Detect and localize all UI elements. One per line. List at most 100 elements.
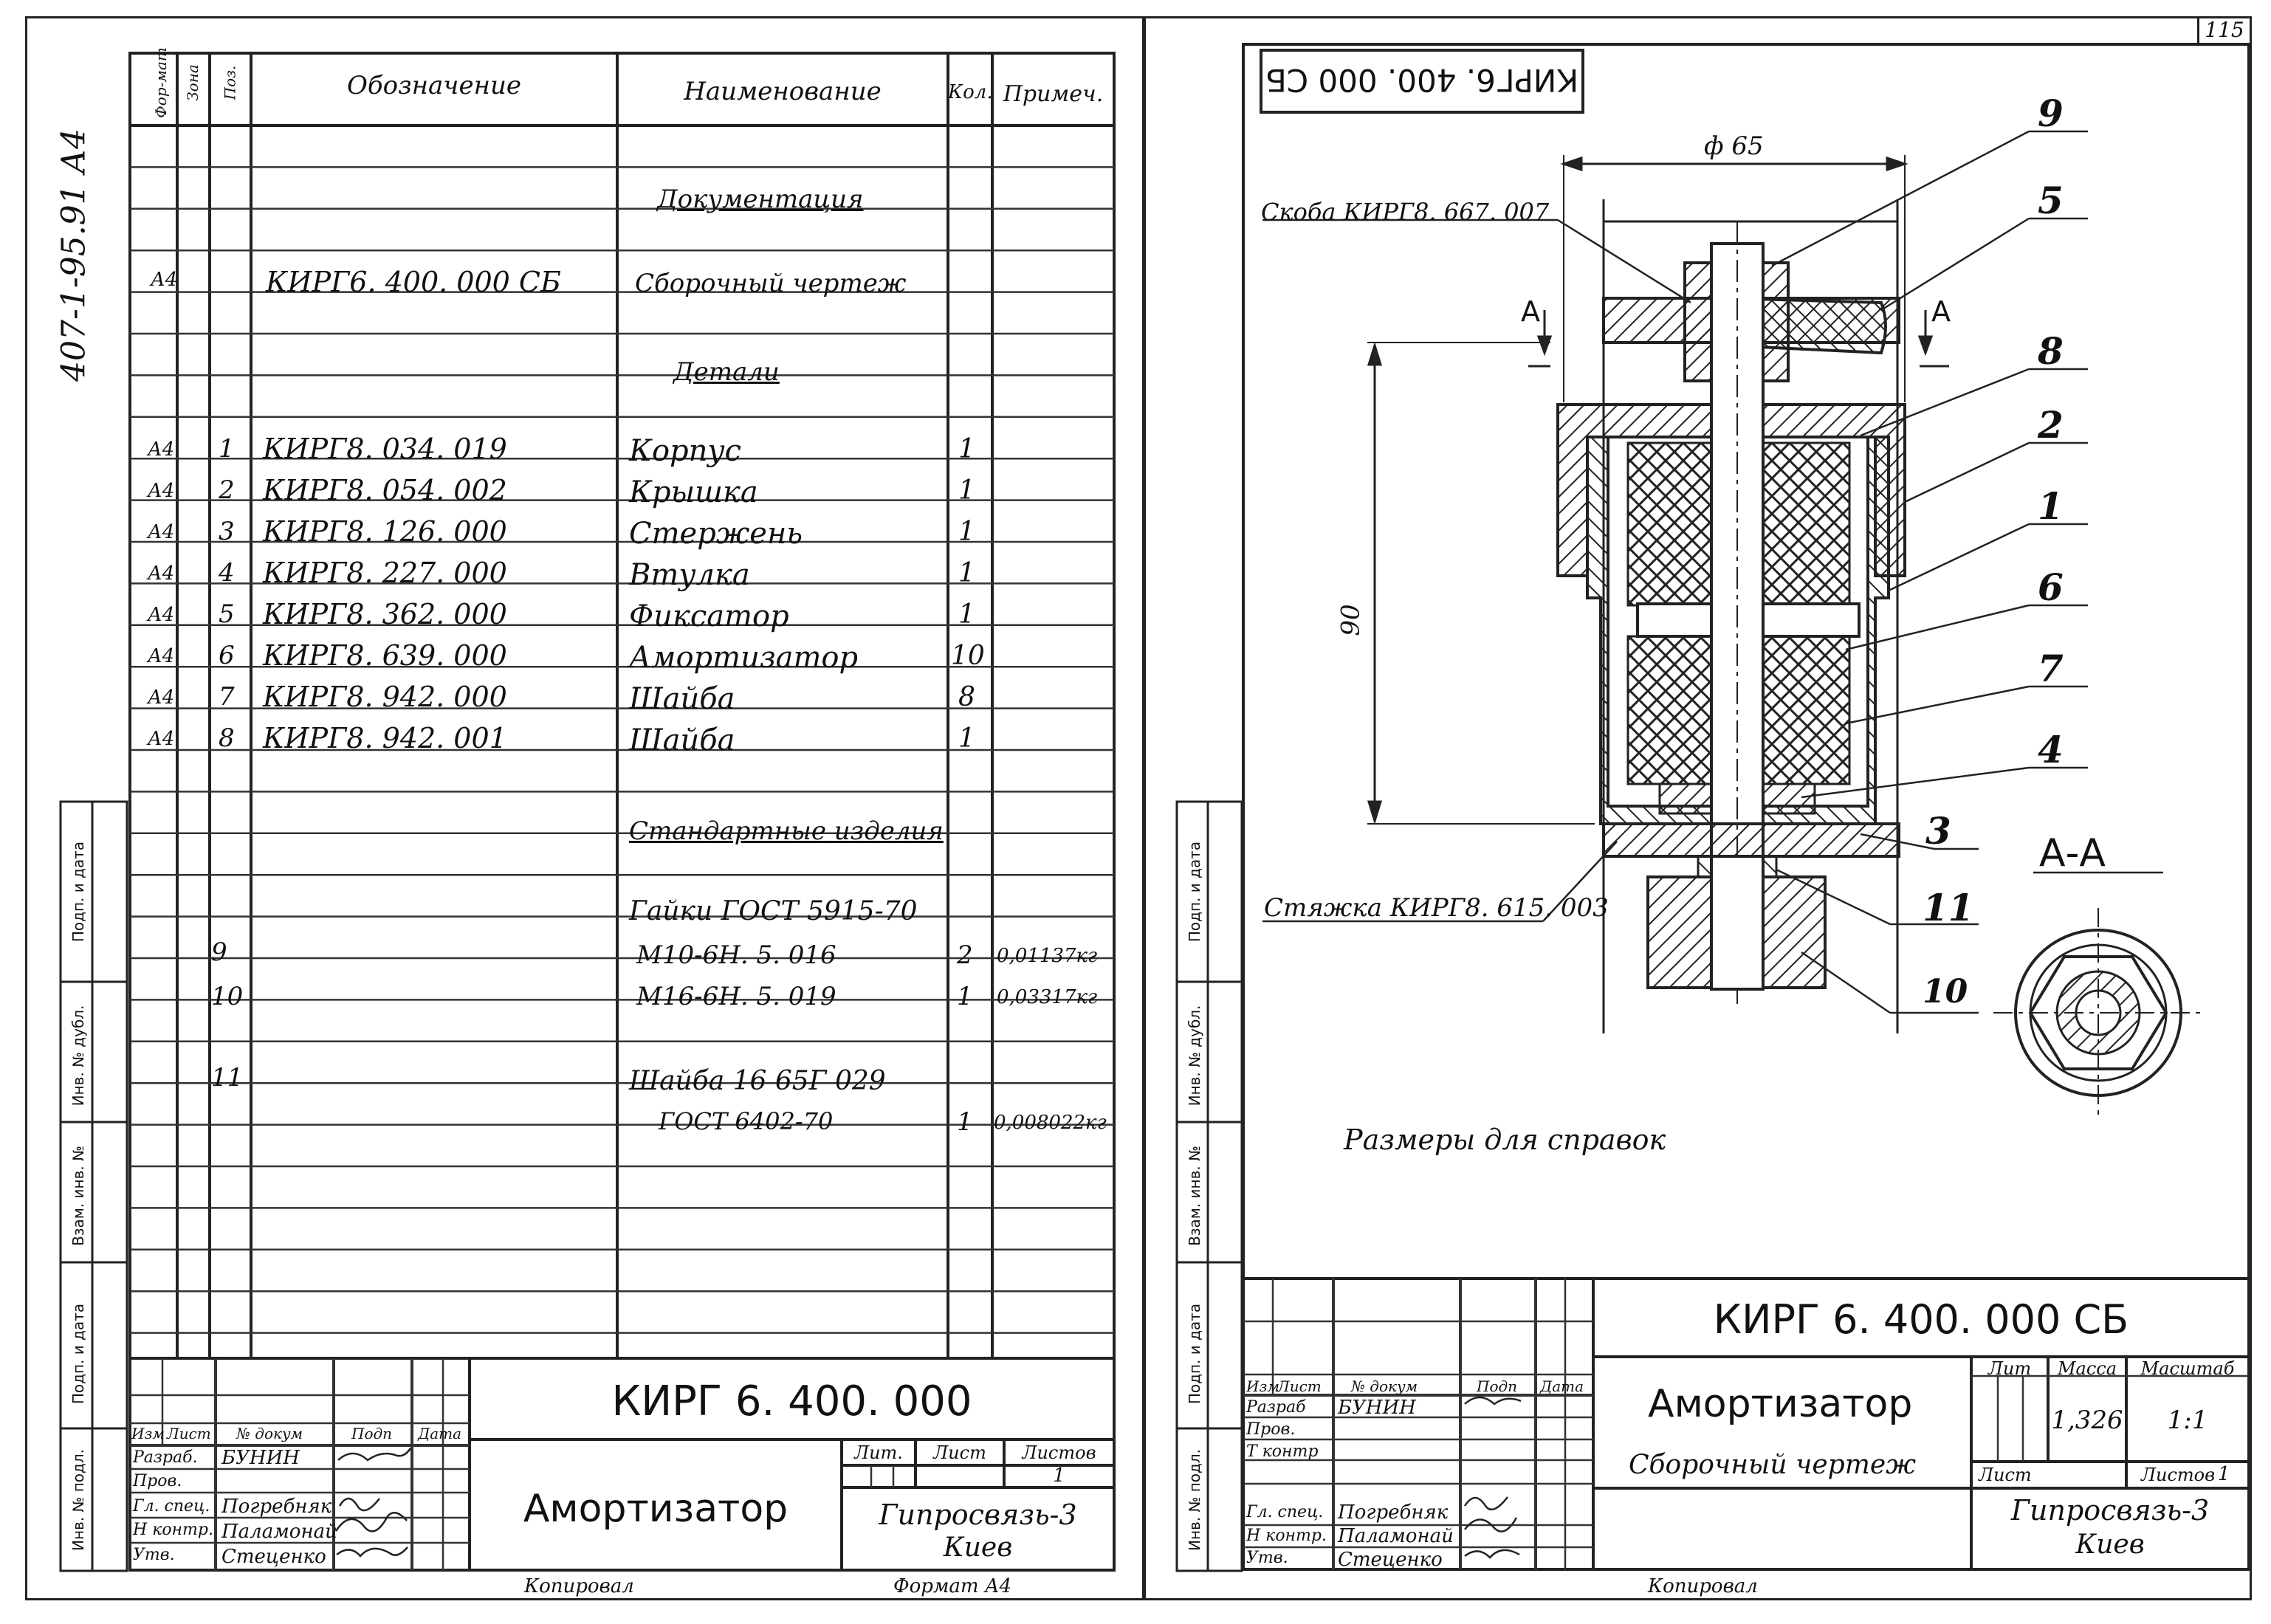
left-sheet-label: Лист [933,1442,986,1463]
balloon-6: 6 [2038,565,2064,609]
part-pos: 5 [219,599,235,629]
washer-std: ГОСТ 6402-70 [659,1107,834,1135]
section-standard-items: Стандартные изделия [629,816,944,846]
dim-height: 90 [1336,604,1366,636]
left-person-razrab: БУНИН [221,1447,300,1469]
right-stamp-inv-podl: Инв. № подл. [1186,1449,1203,1551]
reference-dims-note: Размеры для справок [1344,1124,1666,1156]
right-mass-label: Масса [2057,1358,2117,1379]
col-header-qty: Кол. [948,81,993,103]
part-designation: КИРГ8. 942. 001 [263,722,507,754]
left-role-nkontr: Н контр. [133,1521,213,1539]
part-designation: КИРГ8. 227. 000 [263,557,507,589]
part-designation: КИРГ8. 942. 000 [263,681,507,713]
left-title-code: КИРГ 6. 400. 000 [611,1377,972,1425]
part-qty: 1 [958,434,975,464]
assembly-format: А4 [151,269,178,291]
balloon-9: 9 [2038,92,2064,135]
right-role-tkontr: Т контр [1246,1442,1319,1461]
col-header-designation: Обозначение [347,71,521,100]
balloon-4: 4 [2038,728,2064,771]
washer-qty: 1 [957,1107,973,1137]
left-col-izm: Изм [131,1425,165,1442]
right-sheets-label: Листов [2141,1465,2216,1485]
section-mark-left: А [1521,295,1540,328]
left-sheet-border [25,16,1144,1600]
right-sheet-border [1144,16,2252,1600]
left-sheets-label: Листов [1022,1442,1096,1463]
part-name: Втулка [629,558,750,592]
part-name: Крышка [629,475,758,509]
washer-note: 0,008022кг [994,1112,1107,1134]
balloon-3: 3 [1925,809,1951,853]
part-qty: 1 [958,517,975,547]
right-col-podp: Подп [1477,1377,1518,1395]
right-role-prov: Пров. [1246,1420,1296,1439]
left-footer-format: Формат А4 [893,1575,1012,1597]
part-pos: 3 [219,517,235,546]
mirrored-drawing-code: КИРГ6. 400. 000 СБ [1265,62,1579,98]
part-pos: 1 [219,434,235,464]
nut1-pos: 9 [211,937,227,967]
balloon-10: 10 [1923,973,1968,1011]
part-pos: 7 [219,682,235,712]
right-role-razrab: Разраб [1246,1398,1306,1417]
nut2-qty: 1 [957,982,973,1011]
part-format: А4 [148,645,175,667]
right-stamp-vzam-inv: Взам. инв. № [1186,1146,1203,1246]
right-sheets-value: 1 [2218,1463,2230,1485]
section-documentation: Документация [657,185,864,214]
right-lit-label: Лит [1987,1358,2032,1379]
left-footer-copied: Копировал [524,1575,634,1597]
nuts-title: Гайки ГОСТ 5915-70 [629,896,918,926]
label-skoba: Скоба КИРГ8. 667. 007 [1261,198,1550,226]
part-format: А4 [148,562,175,585]
left-person-glspec: Погребняк [221,1496,332,1518]
balloon-2: 2 [2038,403,2064,447]
nut1-name: М10-6Н. 5. 016 [636,940,836,970]
part-qty: 1 [958,558,975,588]
right-scale-label: Масштаб [2140,1358,2235,1379]
part-name: Шайба [629,723,735,757]
part-name: Амортизатор [629,641,859,675]
right-title-org: Гипросвязь-3 [2010,1494,2210,1527]
nut2-note: 0,03317кг [997,986,1098,1008]
right-col-izm: Изм [1246,1377,1279,1395]
right-col-list: Лист [1277,1377,1322,1395]
left-role-glspec: Гл. спец. [133,1497,210,1515]
right-role-nkontr: Н контр. [1246,1527,1327,1545]
nut1-qty: 2 [957,940,973,970]
section-details: Детали [673,357,780,387]
right-footer-copied: Копировал [1648,1575,1758,1597]
right-person-utv: Стеценко [1338,1549,1443,1571]
part-format: А4 [148,521,175,543]
part-pos: 4 [219,558,235,588]
right-title-subtitle: Сборочный чертеж [1629,1450,1917,1480]
left-person-nkontr: Паламонай [221,1521,337,1543]
left-sheets-value: 1 [1053,1465,1065,1487]
section-mark-right: А [1931,295,1951,328]
part-qty: 1 [958,599,975,630]
right-sheet-label: Лист [1979,1465,2032,1485]
part-qty: 1 [958,723,975,754]
washer-name: Шайба 16 65Г 029 [629,1066,886,1096]
right-title-name: Амортизатор [1648,1382,1913,1426]
part-designation: КИРГ8. 034. 019 [263,433,507,465]
right-stamp-podp-data-2: Подп. и дата [1186,841,1203,943]
col-header-note: Примеч. [1003,81,1104,107]
section-title: А-А [2039,831,2106,875]
right-person-nkontr: Паламонай [1338,1525,1454,1547]
nut1-note: 0,01137кг [997,945,1098,967]
balloon-7: 7 [2038,647,2064,690]
right-person-razrab: БУНИН [1338,1397,1416,1419]
washer-pos: 11 [211,1063,244,1093]
left-lit-label: Лит. [854,1442,903,1463]
label-styazhka: Стяжка КИРГ8. 615. 003 [1264,893,1609,923]
part-pos: 6 [219,641,235,670]
nut2-name: М16-6Н. 5. 019 [636,982,836,1011]
right-title-city: Киев [2075,1530,2145,1560]
right-person-glspec: Погребняк [1338,1501,1449,1524]
balloon-11: 11 [1923,886,1974,929]
